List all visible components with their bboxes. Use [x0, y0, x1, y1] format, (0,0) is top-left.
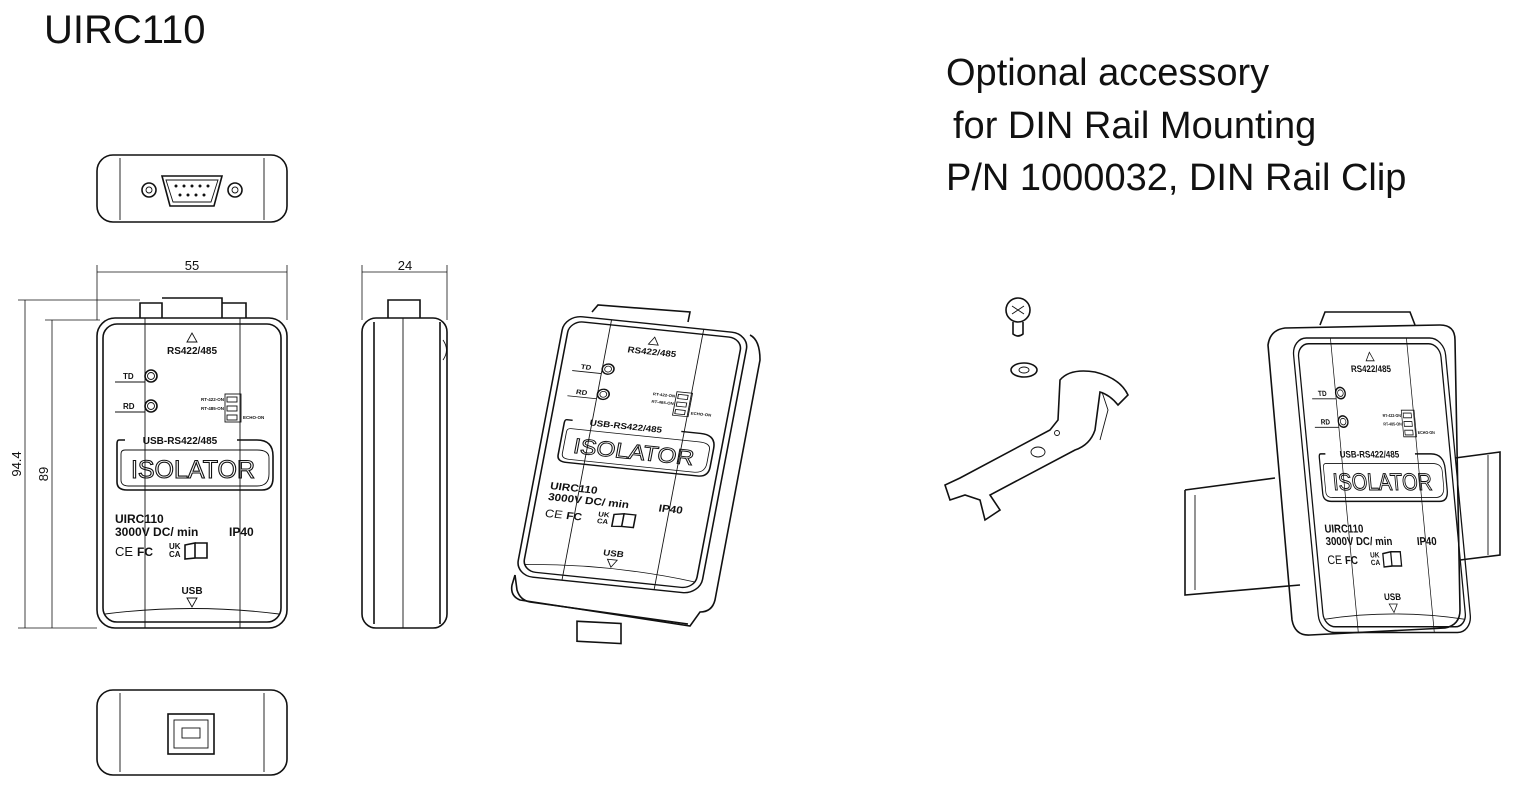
product-line-label: USB-RS422/485: [589, 418, 663, 435]
fcc-mark: FC: [1345, 554, 1359, 567]
accessory-line-1: Optional accessory: [946, 52, 1270, 94]
fcc-mark: FC: [565, 511, 583, 524]
model-label: UIRC110: [1324, 523, 1364, 536]
ip-rating-label: IP40: [658, 503, 684, 516]
rd-led-icon: [144, 399, 158, 413]
port-label-usb: USB: [181, 586, 202, 597]
accessory-line-3: P/N 1000032, DIN Rail Clip: [946, 157, 1407, 199]
ce-mark: CE: [544, 507, 564, 522]
port-label-rs422: RS422/485: [627, 345, 677, 359]
svg-text:24: 24: [398, 258, 412, 273]
td-label: TD: [1318, 391, 1327, 399]
port-label-rs422: RS422/485: [1350, 364, 1391, 375]
switch-label-1: RT-422-ON: [201, 397, 224, 402]
ce-mark: CE: [1327, 554, 1343, 567]
svg-text:89: 89: [36, 467, 51, 481]
ukca-mark-uk: UK: [598, 510, 612, 519]
td-led-icon: [1334, 386, 1346, 400]
dip-switch-icon: [1400, 409, 1417, 438]
rd-label: RD: [575, 388, 588, 397]
manual-icon: [184, 542, 208, 560]
isolator-logo: ISOLATOR: [1332, 468, 1434, 495]
dimension-body-height: 89: [36, 319, 100, 628]
ip-rating-label: IP40: [1416, 535, 1437, 548]
td-led-icon: [601, 363, 615, 375]
ukca-mark-uk: UK: [1370, 552, 1381, 560]
usb-port-icon: [576, 620, 622, 645]
fcc-mark: FC: [137, 545, 153, 559]
screw-icon: [1005, 297, 1031, 323]
product-line-label: USB-RS422/485: [143, 436, 218, 447]
dimension-overall-height: 94.4: [9, 299, 140, 629]
model-label: UIRC110: [549, 481, 598, 497]
top-view: [96, 154, 288, 223]
ip-rating-label: IP40: [229, 525, 254, 539]
switch-label-2: RT-485-ON: [201, 406, 224, 411]
port-label-usb: USB: [602, 548, 625, 559]
switch-label-1: RT-422-ON: [1382, 413, 1401, 418]
ukca-mark-ca: CA: [1371, 560, 1381, 568]
svg-text:94.4: 94.4: [9, 451, 24, 476]
port-label-usb: USB: [1384, 592, 1402, 603]
td-led-icon: [144, 369, 158, 383]
washer-icon: [1010, 362, 1038, 378]
ukca-mark-ca: CA: [169, 550, 181, 559]
td-label: TD: [123, 372, 134, 381]
switch-label-1: RT-422-ON: [653, 391, 676, 398]
front-view: RS422/485 TD RD RT-422-ON RT-485-ON ECHO…: [96, 297, 288, 629]
switch-label-2: RT-485-ON: [1383, 421, 1402, 426]
dip-switch-icon: [672, 391, 694, 418]
product-title: UIRC110: [44, 8, 206, 52]
rd-label: RD: [123, 402, 135, 411]
din-rail-icon: [1184, 451, 1501, 596]
port-label-rs422: RS422/485: [167, 346, 217, 357]
accessory-line-2: for DIN Rail Mounting: [953, 105, 1317, 147]
isolator-logo: ISOLATOR: [131, 456, 255, 484]
rd-led-icon: [596, 388, 610, 401]
side-view: [361, 299, 448, 629]
dimension-depth: 24: [361, 258, 448, 320]
switch-label-3: ECHO-ON: [690, 411, 711, 418]
db9-connector-icon: [160, 175, 224, 207]
rd-led-icon: [1337, 415, 1349, 429]
isometric-view: RS422/485 TD RD RT-422-ON RT-485-ON ECHO…: [510, 304, 761, 645]
ukca-mark-uk: UK: [169, 542, 181, 551]
switch-label-3: ECHO-ON: [1417, 430, 1435, 435]
din-rail-clip: [944, 297, 1129, 522]
bottom-view: [96, 689, 288, 776]
usb-b-port-icon: [167, 713, 215, 755]
model-label: UIRC110: [115, 512, 164, 526]
switch-label-2: RT-485-ON: [651, 399, 674, 406]
ce-mark: CE: [115, 544, 133, 559]
dip-switch-icon: [224, 393, 242, 423]
manual-icon: [1382, 550, 1403, 568]
manual-icon: [610, 513, 637, 529]
switch-label-3: ECHO-ON: [243, 415, 264, 420]
isolation-label: 3000V DC/ min: [1325, 535, 1393, 548]
isolation-label: 3000V DC/ min: [115, 525, 198, 539]
rail-mounted-view: RS422/485 TD RD RT-422-ON RT-485-ON ECHO…: [1184, 311, 1501, 636]
product-line-label: USB-RS422/485: [1339, 449, 1400, 460]
svg-text:55: 55: [185, 258, 199, 273]
rd-label: RD: [1320, 419, 1330, 427]
ukca-mark-ca: CA: [596, 517, 610, 526]
td-label: TD: [580, 362, 592, 371]
dimension-width: 55: [96, 258, 288, 320]
